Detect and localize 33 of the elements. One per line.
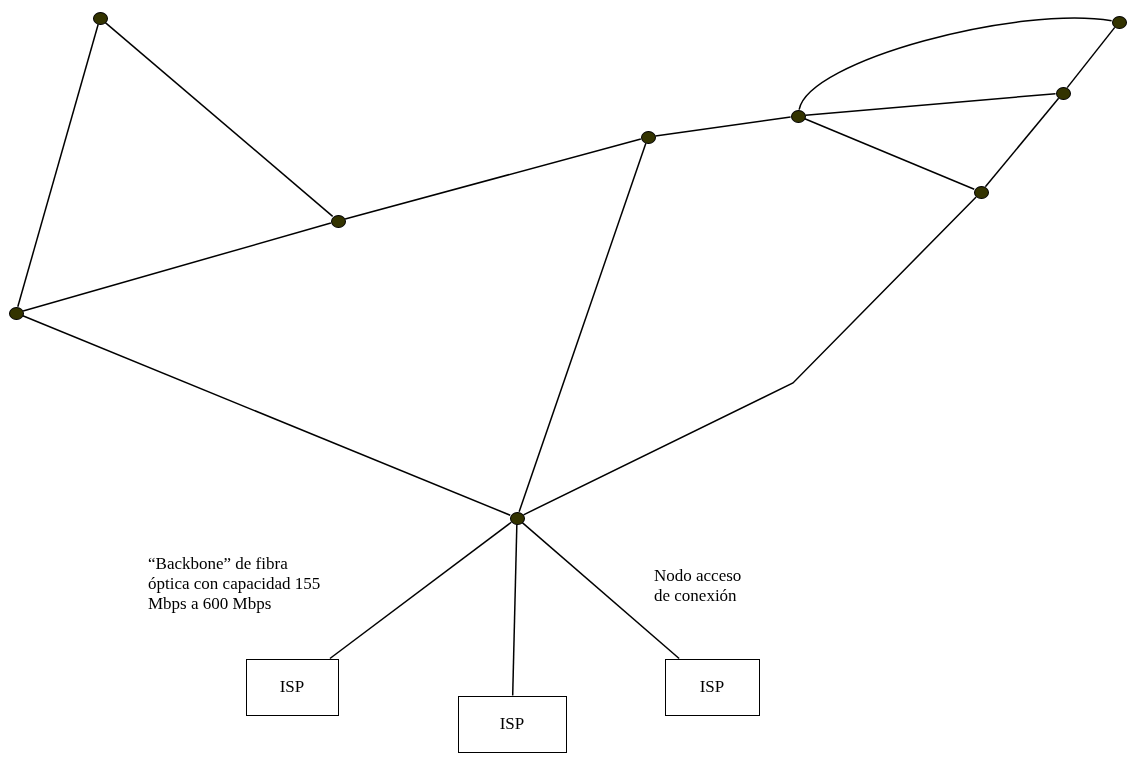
isp-label: ISP xyxy=(499,714,525,734)
connection-line xyxy=(518,142,647,513)
isp-box xyxy=(457,695,567,753)
connection-line xyxy=(804,92,1057,117)
network-node-dot xyxy=(973,185,989,199)
connection-line xyxy=(17,23,99,308)
network-node-dot xyxy=(509,511,525,525)
connection-line xyxy=(344,138,642,220)
connection-line xyxy=(521,521,680,660)
network-node-dot xyxy=(8,306,24,320)
network-node-dot xyxy=(92,11,108,25)
isp-label: ISP xyxy=(279,677,305,697)
network-node-dot xyxy=(1055,86,1071,100)
connection-line xyxy=(798,17,1113,111)
connection-line xyxy=(511,523,518,697)
connection-line xyxy=(22,222,332,312)
network-node-dot xyxy=(640,130,656,144)
connection-line xyxy=(104,21,334,218)
connection-line xyxy=(522,196,977,516)
connection-line xyxy=(654,116,792,137)
network-node-dot xyxy=(790,109,806,123)
connection-line xyxy=(22,315,511,516)
connection-line xyxy=(1066,26,1116,89)
network-node-dot xyxy=(330,214,346,228)
isp-label: ISP xyxy=(699,677,725,697)
network-node-dot xyxy=(1111,15,1127,29)
annotation-text: Nodo acceso de conexión xyxy=(654,566,743,606)
isp-box xyxy=(664,658,760,716)
connection-line xyxy=(804,118,975,190)
annotation-text: “Backbone” de fibra óptica con capacidad 155 Mbps a 600 Mbps xyxy=(148,554,322,614)
isp-box xyxy=(245,658,339,716)
connection-line xyxy=(984,97,1060,188)
connection-line xyxy=(329,521,513,660)
